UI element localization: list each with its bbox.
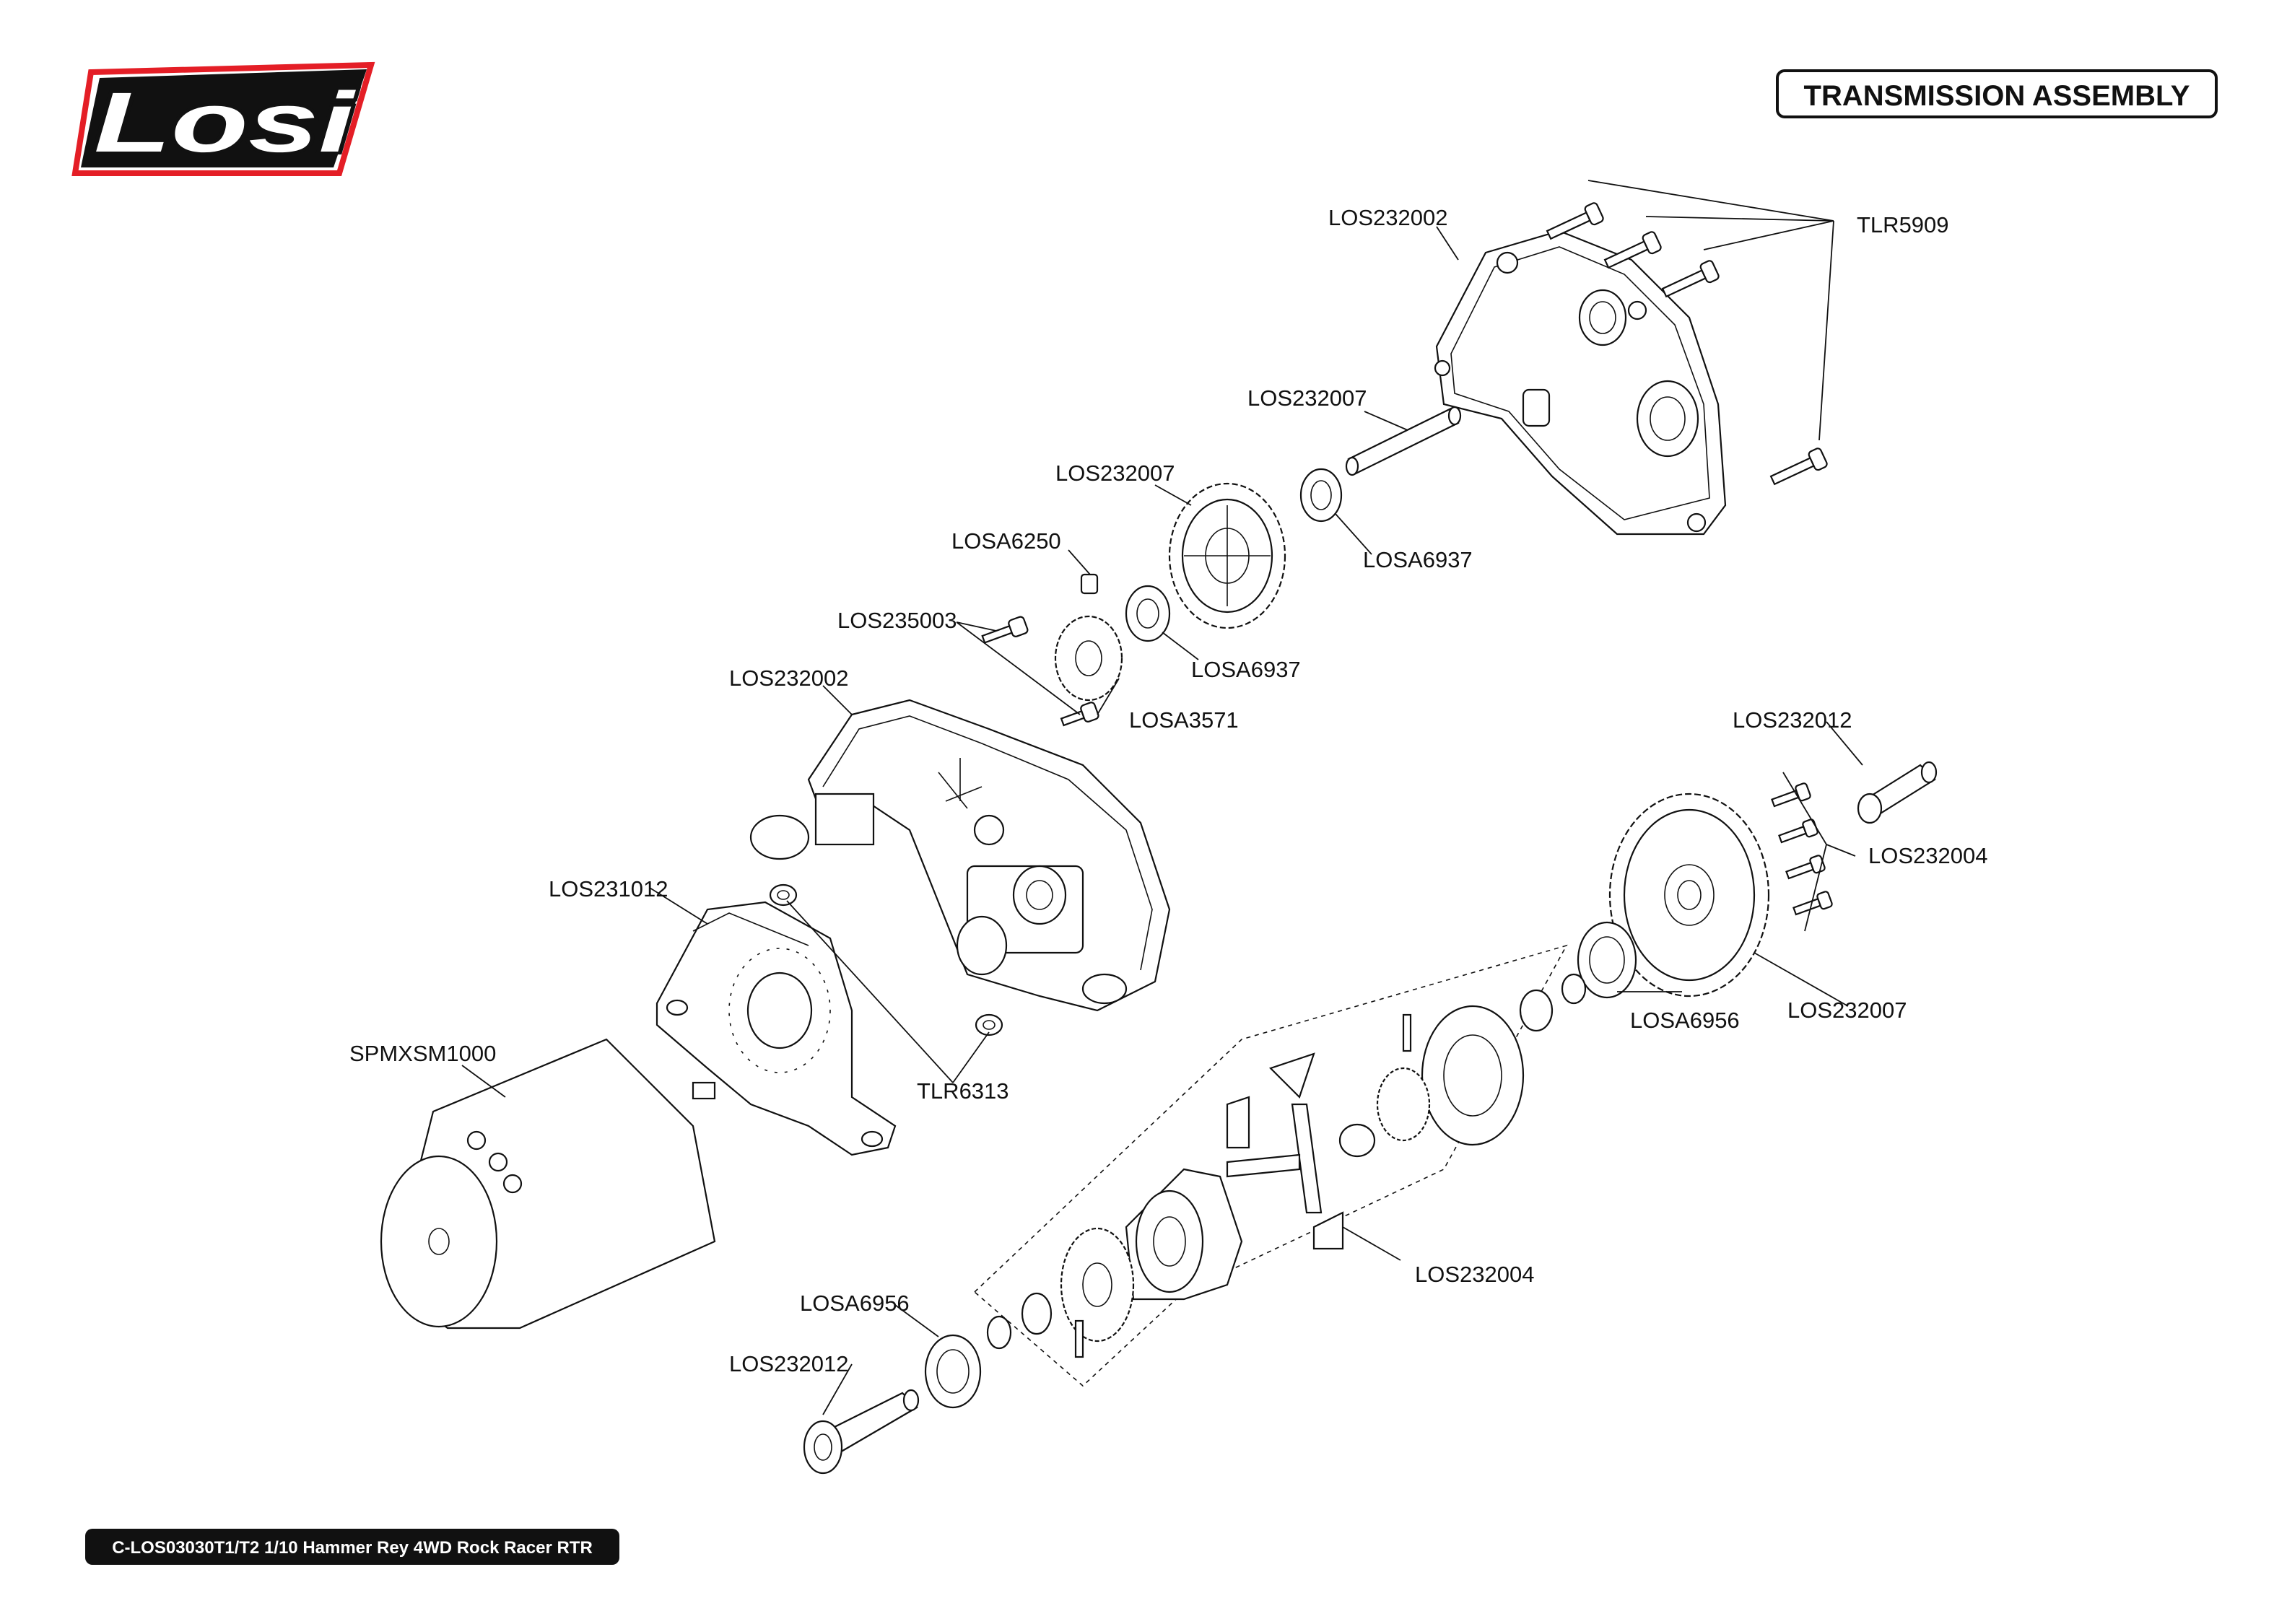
leader-lines xyxy=(461,180,1863,1415)
callout-tlr6313: TLR6313 xyxy=(917,1078,1009,1104)
spur-gear xyxy=(1608,793,1770,997)
callout-spmxsm1000: SPMXSM1000 xyxy=(349,1041,496,1066)
callout-los232004-diff: LOS232004 xyxy=(1415,1262,1534,1287)
bearing-upper xyxy=(1299,468,1343,523)
logo-accent-outline xyxy=(71,61,375,176)
gear-cover-top xyxy=(1434,230,1727,536)
lock-nuts xyxy=(769,883,1003,1036)
diff-bearing-right xyxy=(1577,921,1637,999)
callout-los232012-top: LOS232012 xyxy=(1733,707,1852,733)
callout-labels: TLR5909 LOS232002 LOS232007 LOS232007 LO… xyxy=(349,205,1987,1376)
logo-text: Losi xyxy=(94,75,356,170)
callout-los232012-bottom: LOS232012 xyxy=(729,1351,848,1376)
bearing-lower xyxy=(1125,585,1171,642)
callout-los235003: LOS235003 xyxy=(837,608,957,633)
idler-shaft xyxy=(1345,406,1462,476)
spur-screws xyxy=(1771,782,1833,916)
callout-losa6250: LOSA6250 xyxy=(951,528,1061,554)
callout-losa6937-b: LOSA6937 xyxy=(1191,657,1301,682)
diff-bearing-left xyxy=(924,1334,982,1409)
page-title: TRANSMISSION ASSEMBLY xyxy=(1776,69,2218,118)
page-title-text: TRANSMISSION ASSEMBLY xyxy=(1804,80,2190,112)
callout-losa6937-a: LOSA6937 xyxy=(1363,547,1473,572)
outdrive-right xyxy=(1857,761,1938,824)
callout-losa6956-right: LOSA6956 xyxy=(1630,1008,1740,1033)
callout-losa6956-left: LOSA6956 xyxy=(800,1291,910,1316)
callout-los232007-spur: LOS232007 xyxy=(1787,997,1907,1023)
callout-los232004-screws: LOS232004 xyxy=(1868,843,1987,868)
idler-gear xyxy=(1168,482,1286,629)
footer-text: C-LOS03030T1/T2 1/10 Hammer Rey 4WD Rock… xyxy=(112,1538,593,1558)
cover-screws xyxy=(1546,202,1828,486)
set-screw xyxy=(1080,573,1099,595)
losi-logo: Losi xyxy=(71,61,375,176)
pinion-gear xyxy=(1054,615,1123,702)
callout-los232007-gear: LOS232007 xyxy=(1055,460,1175,486)
callout-los232002-top: LOS232002 xyxy=(1328,205,1447,230)
gearbox-housing xyxy=(749,699,1171,1012)
callout-losa3571: LOSA3571 xyxy=(1129,707,1239,733)
electric-motor xyxy=(380,1038,716,1330)
callout-los232007-shaft: LOS232007 xyxy=(1247,385,1367,411)
callout-los231012: LOS231012 xyxy=(549,876,668,902)
outdrive-left xyxy=(803,1389,920,1475)
footer: C-LOS03030T1/T2 1/10 Hammer Rey 4WD Rock… xyxy=(85,1529,619,1565)
callout-tlr5909: TLR5909 xyxy=(1857,212,1949,237)
pinion-screws xyxy=(981,616,1099,727)
callout-los232002-mid: LOS232002 xyxy=(729,665,848,691)
motor-mount-plate xyxy=(655,901,897,1156)
differential-assembly xyxy=(973,944,1587,1387)
